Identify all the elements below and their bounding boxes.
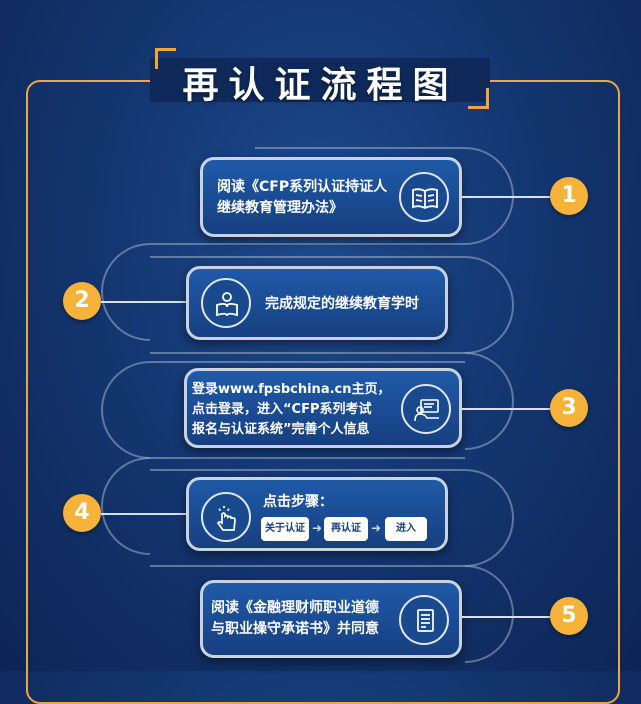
step-2-text: 完成规定的继续教育学时: [265, 296, 419, 312]
step-2-badge: 2: [63, 282, 101, 320]
step-2-card: 完成规定的继续教育学时: [186, 266, 448, 340]
step-1-connector: [462, 196, 550, 198]
step-4-card: 点击步骤： 关于认证 ➜ 再认证 ➜ 进入: [186, 477, 448, 551]
enter-pill[interactable]: 进入: [385, 517, 427, 541]
step-5-connector: [462, 616, 550, 618]
arrow-right-icon: ➜: [371, 521, 382, 535]
step-3-connector: [462, 408, 550, 410]
step-4-badge: 4: [63, 494, 101, 532]
book-icon: [399, 172, 449, 222]
title-bracket-left: [155, 48, 176, 69]
step-2-connector: [101, 301, 186, 303]
title-area: 再认证流程图: [0, 48, 641, 109]
step-1-card: 阅读《CFP系列认证持证人 继续教育管理办法》: [200, 157, 462, 237]
step-3-badge: 3: [550, 389, 588, 427]
tap-hand-icon: [201, 492, 251, 542]
about-certification-pill[interactable]: 关于认证: [261, 517, 309, 541]
page-title: 再认证流程图: [182, 64, 459, 106]
recertification-pill[interactable]: 再认证: [324, 517, 368, 541]
step-3-text: 登录www.fpsbchina.cn主页， 点击登录，进入“CFP系列考试 报名…: [192, 382, 391, 437]
document-icon: [399, 595, 449, 645]
flow-track: [101, 147, 514, 663]
step-4-connector: [101, 513, 186, 515]
step-5-badge: 5: [550, 597, 588, 635]
step-1-text: 阅读《CFP系列认证持证人 继续教育管理办法》: [217, 179, 388, 216]
title-bracket-right: [468, 88, 489, 109]
step-4-text: 点击步骤：: [263, 494, 333, 510]
computer-user-icon: [401, 384, 451, 434]
step-3-card: 登录www.fpsbchina.cn主页， 点击登录，进入“CFP系列考试 报名…: [184, 368, 462, 448]
step-5-card: 阅读《金融理财师职业道德 与职业操守承诺书》并同意: [200, 580, 462, 658]
step-5-text: 阅读《金融理财师职业道德 与职业操守承诺书》并同意: [211, 600, 379, 637]
arrow-right-icon: ➜: [312, 521, 323, 535]
step-1-badge: 1: [550, 177, 588, 215]
reading-person-icon: [201, 278, 251, 328]
